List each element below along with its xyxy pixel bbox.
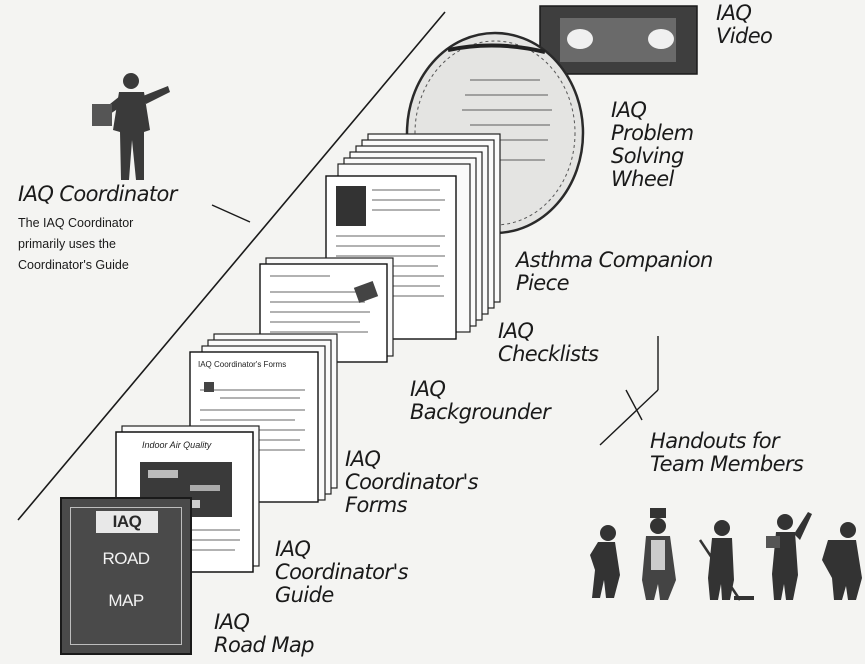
handouts-label: Handouts for Team Members xyxy=(650,429,804,476)
leader-lines xyxy=(211,204,659,446)
road-map-cover-map: MAP xyxy=(108,591,144,610)
road-map-cover-border xyxy=(70,507,182,645)
wheel-label: IAQ Problem Solving Wheel xyxy=(611,98,694,191)
road-map-cover: IAQ ROAD MAP xyxy=(60,497,192,655)
coordinator-description: The IAQ Coordinator primarily uses the C… xyxy=(18,216,134,272)
video-cassette-icon xyxy=(539,5,698,75)
team-members-icon xyxy=(590,508,862,601)
road-map-label: IAQ Road Map xyxy=(214,610,314,657)
asthma-companion-label: Asthma Companion Piece xyxy=(516,248,713,295)
road-map-cover-iaq: IAQ xyxy=(96,511,158,533)
divider-line xyxy=(17,11,446,521)
video-label: IAQ Video xyxy=(716,1,773,48)
forms-cover-title: IAQ Coordinator's Forms xyxy=(198,360,287,369)
backgrounder-label: IAQ Backgrounder xyxy=(410,377,551,424)
forms-label: IAQ Coordinator's Forms xyxy=(345,447,479,517)
coordinator-label: IAQ Coordinator xyxy=(18,182,177,206)
road-map-cover-road: ROAD xyxy=(102,549,150,568)
guide-label: IAQ Coordinator's Guide xyxy=(275,537,409,607)
coordinator-person-icon xyxy=(92,73,170,180)
checklists-label: IAQ Checklists xyxy=(498,319,599,366)
guide-cover-title: Indoor Air Quality xyxy=(142,440,212,450)
